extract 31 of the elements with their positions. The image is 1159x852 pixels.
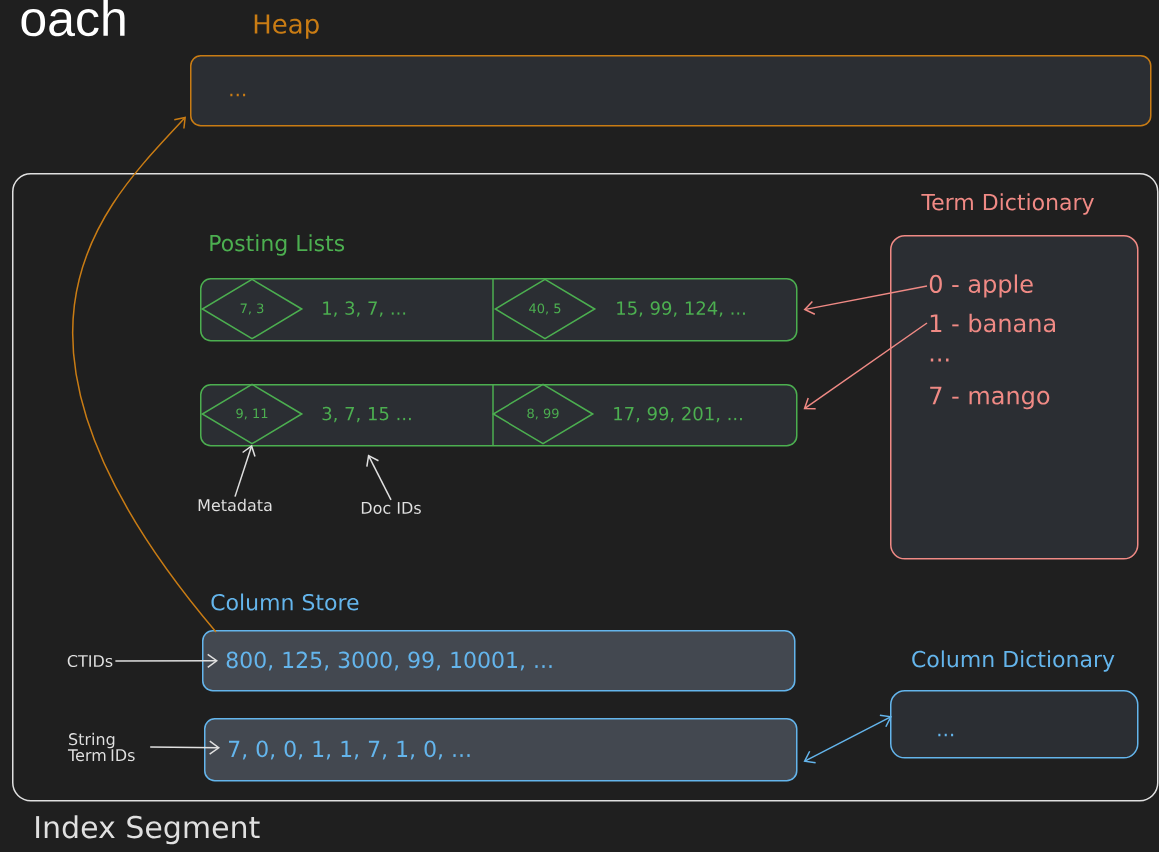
section-title: Posting Lists: [210, 234, 345, 256]
heap-box: ...: [190, 55, 1152, 127]
doc-id-list: 1, 3, 7, ...: [323, 301, 406, 317]
heap-title: Heap: [254, 14, 319, 39]
column-row: 800, 125, 3000, 99, 10001, ...: [202, 630, 796, 692]
dictionary-box: ...: [890, 690, 1139, 759]
doc-id-list: 17, 99, 201, ...: [614, 406, 742, 423]
doc-id-list: 15, 99, 124, ...: [617, 301, 745, 317]
arrow: [803, 285, 928, 315]
arrow: [803, 322, 928, 410]
page-title: oach: [21, 0, 125, 37]
callout-label: CTIDs: [67, 654, 113, 668]
dictionary-entry: 0 - apple: [929, 274, 1033, 298]
arrow: [234, 444, 256, 498]
arrow: [71, 116, 217, 633]
dictionary-entry: 1 - banana: [930, 313, 1055, 333]
dictionary-title: Term Dictionary: [921, 193, 1094, 215]
callout-label: Metadata: [198, 498, 272, 512]
segment-title: Index Segment: [36, 815, 260, 845]
arrow: [149, 740, 220, 755]
doc-id-list: 3, 7, 15 ...: [322, 406, 411, 423]
callout-label: String Term IDs: [67, 732, 135, 762]
arrow: [114, 653, 218, 669]
dictionary-entry: ...: [930, 358, 949, 362]
dictionary-title: Column Dictionary: [912, 650, 1115, 672]
section-title: Column Store: [211, 593, 359, 611]
callout-label: Doc IDs: [361, 502, 421, 514]
arrow: [803, 714, 892, 764]
arrow: [366, 454, 392, 501]
column-row: 7, 0, 0, 1, 1, 7, 1, 0, ...: [204, 718, 798, 782]
dictionary-entry: 7 - mango: [930, 386, 1050, 410]
